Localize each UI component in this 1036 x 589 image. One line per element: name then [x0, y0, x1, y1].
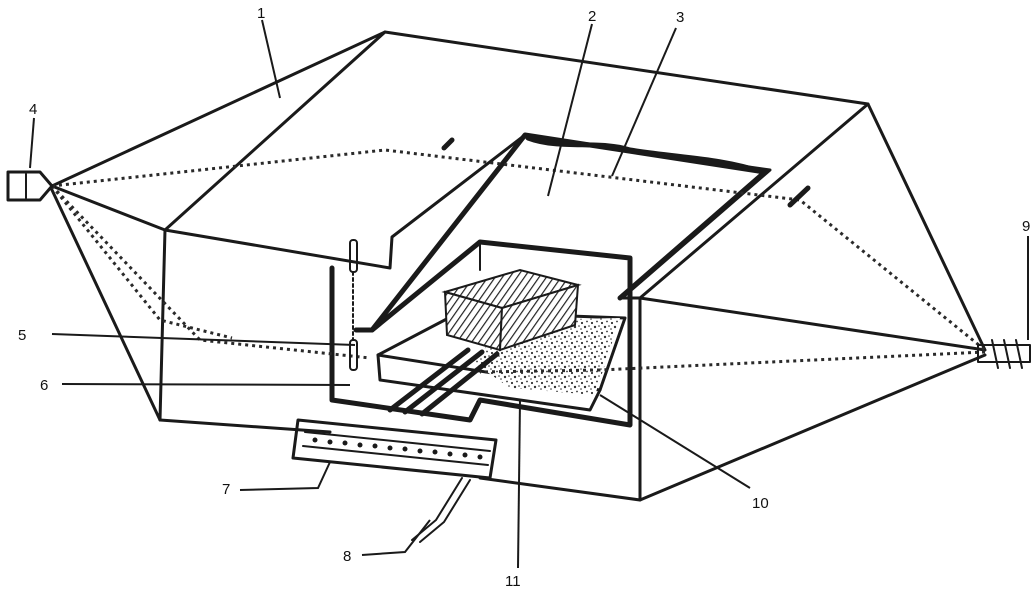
housing-bottom-right — [478, 476, 642, 502]
leader-lines — [29, 19, 1029, 569]
housing-left-wedge — [50, 30, 387, 232]
conductors — [387, 347, 500, 417]
label-7: 7 — [222, 481, 230, 498]
label-10: 10 — [752, 495, 769, 512]
chamber — [329, 239, 633, 428]
label-6: 6 — [40, 377, 48, 394]
fitting-4 — [6, 170, 54, 202]
housing — [50, 30, 987, 502]
label-5: 5 — [18, 327, 26, 344]
sight-lines — [50, 137, 986, 374]
fitting-9 — [977, 339, 1031, 369]
label-11: 11 — [505, 573, 521, 589]
chamber-outline — [329, 239, 633, 428]
label-9: 9 — [1022, 218, 1030, 235]
housing-bottom-left — [158, 418, 332, 434]
label-4: 4 — [29, 101, 37, 118]
housing-right-wedge — [638, 102, 987, 352]
label-3: 3 — [676, 9, 684, 26]
connector-strip-7 — [291, 418, 498, 480]
fastener-5 — [349, 239, 358, 371]
label-2: 2 — [588, 8, 596, 25]
block-side — [498, 283, 580, 352]
housing-right-lower — [638, 296, 987, 502]
plate-front — [376, 353, 602, 412]
label-8: 8 — [343, 548, 351, 565]
label-1: 1 — [257, 5, 265, 22]
hatched-block — [441, 268, 582, 352]
connector-pins — [312, 437, 483, 460]
